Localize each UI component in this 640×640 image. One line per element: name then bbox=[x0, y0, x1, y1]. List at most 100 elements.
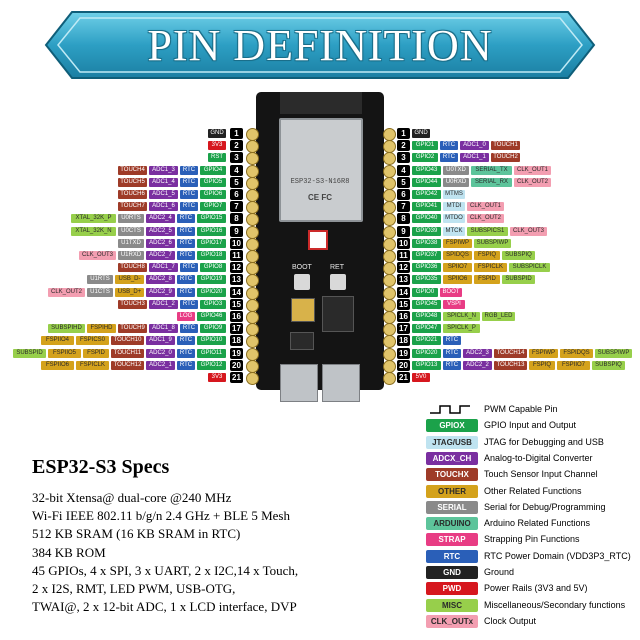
pin-tag-rtc: RTC bbox=[177, 336, 195, 346]
header-pin-right bbox=[383, 213, 396, 227]
pin-tag-serial: U1RXD bbox=[118, 251, 144, 260]
pin-tag-misc: SUBSPIQ bbox=[592, 360, 625, 370]
pin-tag-clk: CLK_OUT1 bbox=[514, 165, 551, 175]
pin-tag-adc: ADC2_2 bbox=[463, 360, 492, 370]
pin-tag-touch: TOUCH3 bbox=[118, 299, 147, 309]
pin-tag-serial: U0CTS bbox=[118, 226, 144, 236]
pin-tag-serial: U1TXD bbox=[118, 238, 144, 248]
legend-text: Serial for Debug/Programming bbox=[484, 501, 606, 512]
spec-line: 2 x I2S, RMT, LED PWM, USB-OTG, bbox=[32, 581, 236, 596]
header-pin-right bbox=[383, 225, 396, 239]
pin-number-right: 2 bbox=[397, 140, 410, 152]
pin-tag-gpio: GPIO38 bbox=[412, 238, 441, 248]
pin-number-left: 17 bbox=[230, 323, 243, 335]
pin-tag-clk: CLK_OUT2 bbox=[48, 287, 85, 297]
spec-line: 32-bit Xtensa@ dual-core @240 MHz bbox=[32, 490, 232, 505]
pin-tag-touch: TOUCH11 bbox=[111, 348, 144, 358]
pin-tag-adc: ADC1_2 bbox=[149, 299, 178, 309]
header-pin-left bbox=[246, 359, 259, 373]
pin-tag-jtag: MTMS bbox=[443, 190, 465, 199]
pin-tag-misc: SUBSPICLK bbox=[509, 263, 550, 273]
antenna-strip bbox=[280, 92, 362, 114]
pin-tag-gpio: GPIO43 bbox=[412, 165, 441, 175]
pin-tag-gpio: GPIO6 bbox=[200, 190, 226, 199]
header-pin-left bbox=[246, 225, 259, 239]
pin-tag-rtc: RTC bbox=[180, 190, 198, 199]
pin-number-left: 7 bbox=[230, 201, 243, 213]
legend-text: GPIO Input and Output bbox=[484, 420, 577, 431]
pin-tag-touch: TOUCH1 bbox=[491, 141, 520, 151]
pin-tag-other: FSPID bbox=[474, 275, 500, 285]
pin-tag-other: FSPIIO6 bbox=[41, 360, 74, 370]
pin-tag-rtc: RTC bbox=[177, 251, 195, 260]
pin-number-right: 1 bbox=[397, 128, 410, 139]
pin-tag-gpio: GPIO2 bbox=[412, 153, 438, 163]
pin-number-right: 17 bbox=[397, 323, 410, 335]
pin-tag-other: FSPICLK bbox=[474, 263, 507, 273]
pin-number-left: 3 bbox=[230, 152, 243, 164]
pin-tag-gpio: GPIO19 bbox=[197, 275, 226, 285]
legend-text: Touch Sensor Input Channel bbox=[484, 469, 598, 480]
ldo-chip bbox=[291, 298, 315, 322]
pin-tag-misc: SUBSPICS1 bbox=[467, 226, 508, 236]
legend-swatch-other: OTHER bbox=[426, 484, 478, 498]
pin-tag-misc: SUBSPIQ bbox=[502, 251, 535, 260]
pin-tag-rtc: RTC bbox=[440, 153, 458, 163]
pin-tag-rtc: RTC bbox=[180, 299, 198, 309]
pin-tag-adc: ADC2_1 bbox=[146, 360, 175, 370]
header-pin-right bbox=[383, 286, 396, 300]
header-pin-left bbox=[246, 237, 259, 251]
pin-number-right: 13 bbox=[397, 274, 410, 286]
pin-tag-gpio: GPIO35 bbox=[412, 275, 441, 285]
pin-tag-arduino: SERIAL_RX bbox=[471, 177, 512, 187]
pin-tag-serial: U0RTS bbox=[118, 214, 144, 224]
pin-number-left: 10 bbox=[230, 237, 243, 249]
pin-tag-adc: ADC1_5 bbox=[149, 190, 178, 199]
pin-tag-rtc: RTC bbox=[443, 360, 461, 370]
header-pin-left bbox=[246, 347, 259, 361]
pin-tag-misc: SUBSPIHD bbox=[48, 324, 85, 334]
header-pin-right bbox=[383, 359, 396, 373]
legend-text: Arduino Related Functions bbox=[484, 518, 591, 529]
header-pin-left bbox=[246, 164, 259, 178]
pin-tag-rtc: RTC bbox=[177, 348, 195, 358]
pin-tag-pwd: 3V3 bbox=[208, 373, 226, 382]
header-pin-right bbox=[383, 298, 396, 312]
pin-tag-gpio: GPIO20 bbox=[197, 287, 226, 297]
pin-number-right: 19 bbox=[397, 347, 410, 359]
pin-tag-touch: TOUCH14 bbox=[494, 348, 527, 358]
pin-tag-other: USB_D+ bbox=[115, 287, 144, 297]
pin-number-left: 11 bbox=[230, 250, 243, 261]
header-pin-right bbox=[383, 335, 396, 349]
pin-tag-clk: CLK_OUT1 bbox=[467, 202, 504, 212]
pin-number-left: 16 bbox=[230, 311, 243, 322]
pin-tag-gpio: GPIO10 bbox=[197, 336, 226, 346]
legend-text: RTC Power Domain (VDD3P3_RTC) bbox=[484, 550, 631, 561]
pin-number-left: 5 bbox=[230, 176, 243, 188]
pin-tag-rtc: RTC bbox=[443, 336, 461, 346]
pin-number-left: 18 bbox=[230, 335, 243, 347]
header-pin-right bbox=[383, 176, 396, 190]
pin-tag-touch: TOUCH6 bbox=[118, 190, 147, 199]
pin-tag-gpio: GPIO20 bbox=[412, 348, 441, 358]
pin-tag-gpio: GPIO1 bbox=[412, 141, 438, 151]
legend-text: Strapping Pin Functions bbox=[484, 534, 580, 545]
module-cert-marks: CE FC bbox=[308, 193, 332, 202]
pin-tag-rtc: RTC bbox=[180, 263, 198, 273]
pin-number-left: 1 bbox=[230, 128, 243, 139]
spec-line: 512 KB SRAM (16 KB SRAM in RTC) bbox=[32, 526, 241, 542]
pin-tag-adc: ADC1_7 bbox=[149, 263, 178, 273]
pin-tag-other: FSPICLK bbox=[76, 360, 109, 370]
legend-text: Miscellaneous/Secondary functions bbox=[484, 599, 626, 610]
pin-tag-misc: SUBSPIWP bbox=[474, 238, 511, 248]
esp32-module bbox=[279, 118, 363, 222]
pin-tag-serial: U0RXD bbox=[443, 177, 469, 187]
boot-button-label: BOOT bbox=[292, 264, 312, 271]
pin-number-left: 2 bbox=[230, 140, 243, 152]
legend-swatch-pwd: PWD bbox=[426, 582, 478, 596]
usb-uart-chip bbox=[322, 296, 354, 332]
legend-swatch-gnd: GND bbox=[426, 566, 478, 579]
pin-number-right: 11 bbox=[397, 250, 410, 261]
header-pin-right bbox=[383, 311, 396, 324]
